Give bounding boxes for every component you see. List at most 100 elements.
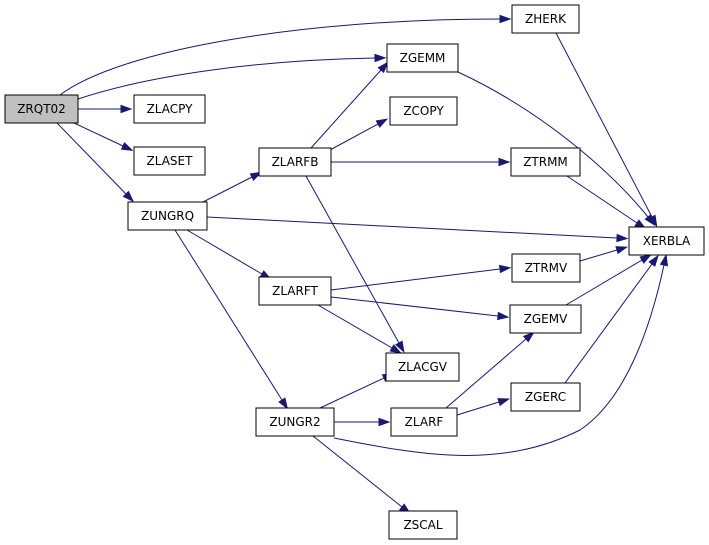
node-box [133,146,206,176]
node-box [389,96,458,126]
node-zgerc[interactable]: ZGERC [510,382,581,412]
edge-zungr2-to-zlacgv [319,373,395,409]
node-box [511,4,580,34]
arrow-head-icon [122,190,135,203]
edges [56,14,669,515]
node-box [390,407,458,437]
node-label: ZLACGV [398,360,448,374]
arrow-head-icon [498,264,512,274]
node-box [388,510,458,540]
node-zscal[interactable]: ZSCAL [388,510,458,540]
node-box [255,407,335,437]
node-zungr2[interactable]: ZUNGR2 [255,407,335,437]
node-zcopy[interactable]: ZCOPY [389,96,458,126]
node-zungrq[interactable]: ZUNGRQ [127,201,208,231]
node-label: ZCOPY [403,104,444,118]
node-label: ZSCAL [403,518,442,532]
edge-zlarft-to-zlacgv [317,304,402,354]
node-box [386,43,459,73]
node-xerbla[interactable]: XERBLA [628,226,705,256]
node-box [510,147,581,177]
edge-zlarfb-to-ztrmm [331,157,511,167]
edge-line [333,264,665,456]
arrow-head-icon [389,344,402,354]
edge-line [317,304,393,349]
edge-line [456,401,500,416]
edge-zungrq-to-zungr2 [174,229,289,410]
node-label: ZTRMV [525,261,568,275]
node-box [258,276,332,306]
node-label: ZLASET [147,154,194,168]
node-label: ZLARFT [272,284,318,298]
node-zlarft[interactable]: ZLARFT [258,276,332,306]
edge-line [202,176,253,203]
edge-line [206,216,618,239]
node-label: ZRQT02 [17,102,66,116]
edge-zrqt02-to-zgemm [77,53,387,100]
arrow-head-icon [278,397,289,410]
edge-line [305,175,400,344]
node-label: ZUNGR2 [269,415,320,429]
node-box [133,94,206,124]
node-zgemv[interactable]: ZGEMV [509,304,582,334]
nodes: ZRQT02 ZHERK ZGEMM ZLACPY ZCOPY ZLASET ZLARFB Z… [4,4,705,540]
arrow-head-icon [499,14,512,24]
node-label: XERBLA [643,234,691,248]
node-zlacgv[interactable]: ZLACGV [385,352,460,382]
node-zherk[interactable]: ZHERK [511,4,580,34]
edge-line [566,175,638,224]
edge-zungr2-to-zlarf [334,417,391,427]
node-label: ZHERK [525,12,567,26]
node-label: ZLACPY [147,102,194,116]
edge-line [445,338,527,409]
edge-line [186,229,263,275]
edge-zlarft-to-ztrmv [330,264,512,291]
node-box [510,382,581,412]
node-zlarf[interactable]: ZLARF [390,407,458,437]
edge-ztrmv-to-xerbla [579,246,629,262]
arrow-head-icon [659,253,669,267]
edge-zlarfb-to-zlacgv [305,175,405,354]
arrow-head-icon [249,171,263,181]
node-ztrmv[interactable]: ZTRMV [511,253,581,283]
edge-zherk-to-xerbla [555,32,658,228]
edge-zrqt02-to-zlacpy [78,104,133,114]
arrow-head-icon [497,311,510,321]
edge-zgemm-to-xerbla [457,71,656,226]
edge-zungrq-to-zlarft [186,229,272,280]
edge-line [174,229,283,401]
arrow-head-icon [378,417,391,427]
edge-zungrq-to-zlarfb [202,171,263,203]
edge-line [77,57,376,100]
edge-line [579,249,618,262]
arrow-head-icon [616,233,629,243]
node-zlaset[interactable]: ZLASET [133,146,206,176]
node-box [258,147,332,177]
node-ztrmm[interactable]: ZTRMM [510,147,581,177]
arrow-head-icon [375,118,389,128]
edge-line [565,259,643,306]
edge-line [564,263,653,384]
edge-zlarf-to-zgerc [456,398,510,416]
node-zrqt02[interactable]: ZRQT02 [4,94,79,124]
arrow-head-icon [639,254,652,264]
edge-zlarfb-to-zgemm [310,61,389,149]
edge-zrqt02-to-zherk [59,14,512,96]
arrow-head-icon [644,213,656,226]
edge-line [457,71,649,218]
arrow-head-icon [374,53,387,63]
edge-zlarft-to-zgemv [330,296,510,321]
node-zgemm[interactable]: ZGEMM [386,43,459,73]
node-zlacpy[interactable]: ZLACPY [133,94,206,124]
edge-zgerc-to-xerbla [564,254,659,384]
arrow-head-icon [497,398,510,407]
edge-line [59,18,501,96]
node-box [127,201,208,231]
arrow-head-icon [120,104,133,114]
node-box [385,352,460,382]
edge-zrqt02-to-zlaset [73,122,134,151]
arrow-head-icon [120,141,134,151]
node-zlarfb[interactable]: ZLARFB [258,147,332,177]
edge-line [329,123,379,151]
